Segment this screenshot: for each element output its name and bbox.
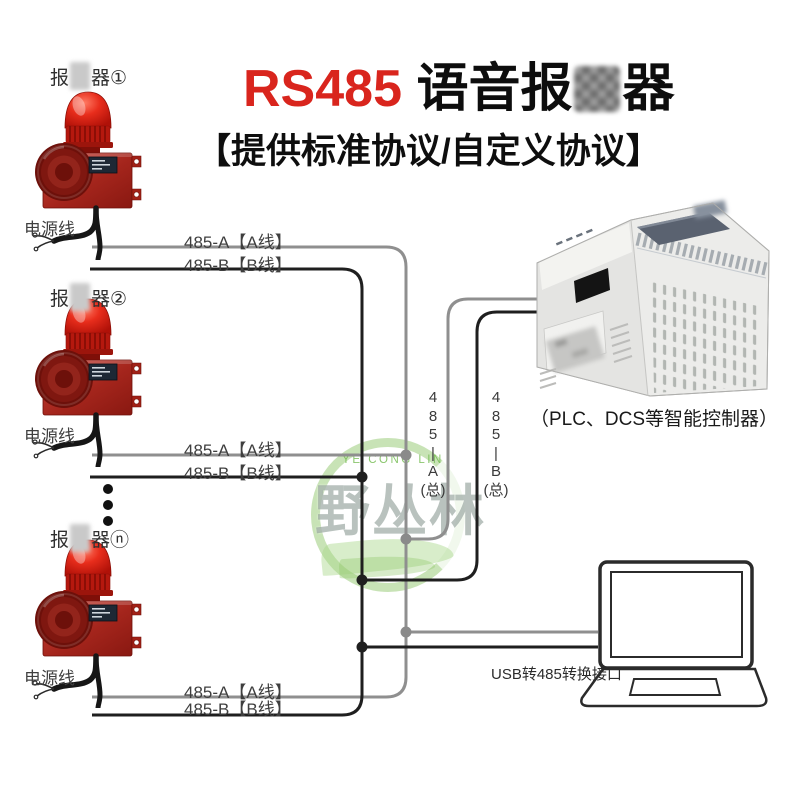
plc-port <box>574 268 610 303</box>
plc-indicator-marks <box>555 228 593 246</box>
censored-char-n <box>70 524 91 552</box>
bus-b-char: 5 <box>491 426 501 443</box>
bus-b-char: B <box>490 463 501 480</box>
wire-a-label-1: 485-A【A线】 <box>184 233 292 252</box>
alarm-2-label-prefix: 报 <box>50 289 70 310</box>
alarm-2-label-suffix: 器② <box>91 289 128 310</box>
bus-a-char: | <box>431 444 435 462</box>
bus-b-char: 8 <box>491 407 501 425</box>
wire-b-trunk <box>90 267 364 717</box>
page-title: RS485 语音报器 <box>243 60 674 118</box>
alarm-1-label-prefix: 报 <box>50 68 70 89</box>
plc-caption: （PLC、DCS等智能控制器） <box>529 409 779 430</box>
laptop-touchpad <box>628 678 722 696</box>
usb-converter-label: USB转485转换接口 <box>491 666 622 683</box>
alarm-1-label: 报器① <box>50 62 127 90</box>
title-text-2: 器 <box>622 60 675 118</box>
plc-censored-patches <box>545 200 728 373</box>
plc-top-panel <box>637 212 730 245</box>
wire-b-label-1: 485-B【B线】 <box>184 256 292 275</box>
wire-b-lines <box>90 267 598 717</box>
title-text-1: 语音报 <box>402 60 573 118</box>
power-label-2: 电源线 <box>24 427 75 446</box>
power-label-n: 电源线 <box>24 669 75 688</box>
censored-character-block <box>574 66 621 112</box>
bus-a-char: A <box>427 463 438 480</box>
bus-b-label: 4 8 5 | B (总) <box>484 389 509 500</box>
wire-b-label-2: 485-B【B线】 <box>184 464 292 483</box>
alarm-n-label-prefix: 报 <box>50 530 70 551</box>
ellipsis-dots <box>103 484 113 526</box>
bus-b-char: 4 <box>491 389 501 406</box>
plc-vents <box>652 282 762 393</box>
plc-illustration <box>536 200 770 397</box>
junction-dots <box>356 449 412 653</box>
censored-char-1 <box>70 62 91 90</box>
wire-a-lines <box>92 245 598 699</box>
bus-a-char: 8 <box>428 407 438 425</box>
wire-a-label-n: 485-A【A线】 <box>184 683 292 702</box>
bus-a-char: (总) <box>420 481 446 499</box>
alarm-n-label-suffix: 器ⓝ <box>91 530 130 551</box>
alarm-2-label: 报器② <box>50 283 127 311</box>
bus-a-char: 4 <box>428 389 438 406</box>
wire-a-trunk <box>92 245 408 699</box>
bus-a-char: 5 <box>428 426 438 443</box>
alarm-1-label-suffix: 器① <box>91 68 128 89</box>
censored-char-2 <box>70 283 91 311</box>
wire-a-bus <box>406 297 540 541</box>
bus-b-char: (总) <box>483 481 509 499</box>
laptop-illustration <box>580 560 768 708</box>
laptop-screen <box>610 571 743 658</box>
title-rs485: RS485 <box>243 60 402 118</box>
wire-b-bus <box>362 310 540 582</box>
bus-a-label: 4 8 5 | A (总) <box>421 389 446 500</box>
subtitle: 【提供标准协议/自定义协议】 <box>196 132 661 171</box>
alarm-n-label: 报器ⓝ <box>50 524 129 552</box>
bus-b-char: | <box>494 444 498 462</box>
wire-a-label-2: 485-A【A线】 <box>184 441 292 460</box>
wire-b-label-n: 485-B【B线】 <box>184 700 292 719</box>
power-label-1: 电源线 <box>24 220 75 239</box>
